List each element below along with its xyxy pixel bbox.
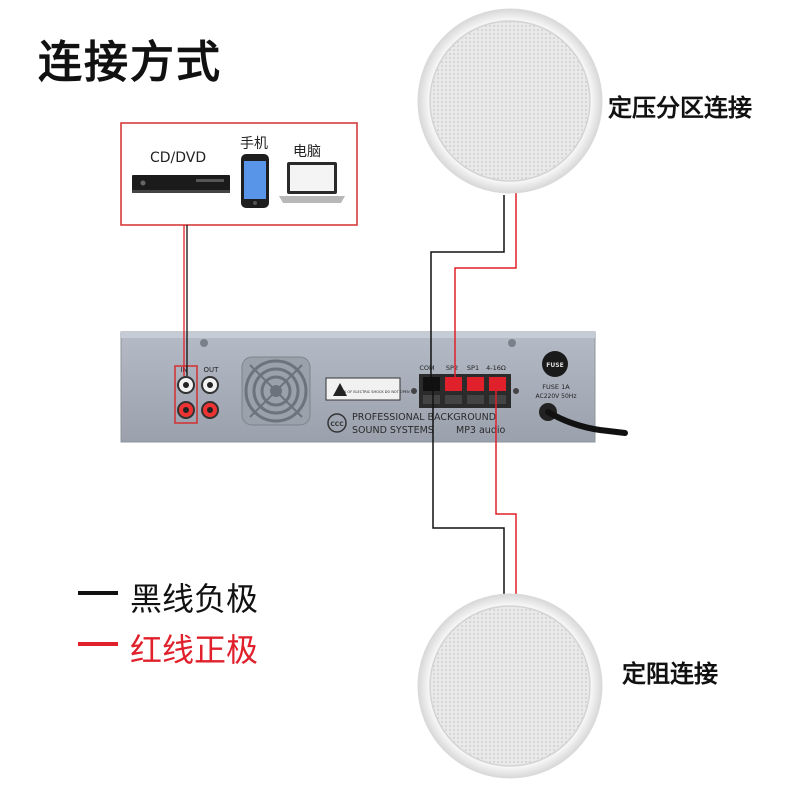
svg-text:FUSE: FUSE [546, 362, 563, 369]
rca-jacks [177, 376, 219, 419]
page-title: 连接方式 [38, 37, 222, 88]
power-label: AC220V 50Hz [536, 393, 577, 400]
fan-icon [241, 356, 311, 426]
cv-wire-black [430, 195, 505, 384]
constant-voltage-label: 定压分区连接 [608, 93, 752, 122]
legend-red-swatch [78, 642, 118, 646]
terminal-4-16 [489, 377, 506, 391]
source-label-phone: 手机 [240, 136, 268, 152]
ceiling-speaker-bottom [417, 593, 603, 779]
cv-wire-red [454, 192, 517, 384]
power-cord [545, 409, 628, 436]
constant-impedance-label: 定阻连接 [622, 659, 718, 688]
svg-text:SP1: SP1 [467, 364, 479, 372]
ceiling-speaker-top [417, 8, 603, 194]
ci-wire-black [432, 384, 505, 600]
source-label-cd-dvd: CD/DVD [150, 150, 207, 166]
legend-black-text: 黑线负极 [130, 580, 259, 618]
laptop-icon [279, 162, 345, 203]
amplifier-panel: IN OUT RISK OF ELECTRIC SHOCK DO NOT OPE… [120, 331, 596, 443]
brand-line1: PROFESSIONAL BACKGROUND [352, 412, 496, 423]
terminal-sp1 [467, 377, 484, 391]
terminal-sp2 [445, 377, 462, 391]
legend-black-swatch [78, 591, 118, 595]
brand-line2: SOUND SYSTEMS [352, 425, 434, 436]
brand-line3: MP3 audio [456, 425, 506, 436]
ci-wire-red [495, 384, 517, 600]
screw-icon [200, 339, 208, 347]
svg-text:RISK OF ELECTRIC SHOCK DO NOT: RISK OF ELECTRIC SHOCK DO NOT OPEN [338, 390, 410, 394]
svg-text:COM: COM [419, 364, 434, 372]
svg-text:SP2: SP2 [446, 364, 458, 372]
legend-red-text: 红线正极 [130, 631, 259, 669]
svg-text:4-16Ω: 4-16Ω [486, 364, 506, 372]
ccc-mark-icon: CCC [327, 413, 347, 433]
fuse-holder-icon: FUSE [542, 351, 568, 377]
warning-label: RISK OF ELECTRIC SHOCK DO NOT OPEN [325, 377, 410, 401]
cd-player-icon [132, 175, 230, 193]
out-label: OUT [204, 366, 220, 374]
source-devices-box [120, 122, 358, 226]
phone-icon [241, 154, 269, 208]
source-label-computer: 电脑 [293, 144, 321, 160]
svg-text:CCC: CCC [330, 421, 344, 428]
input-highlight-box [174, 365, 198, 424]
screw-icon [508, 339, 516, 347]
fuse-label: FUSE 1A [542, 383, 570, 391]
